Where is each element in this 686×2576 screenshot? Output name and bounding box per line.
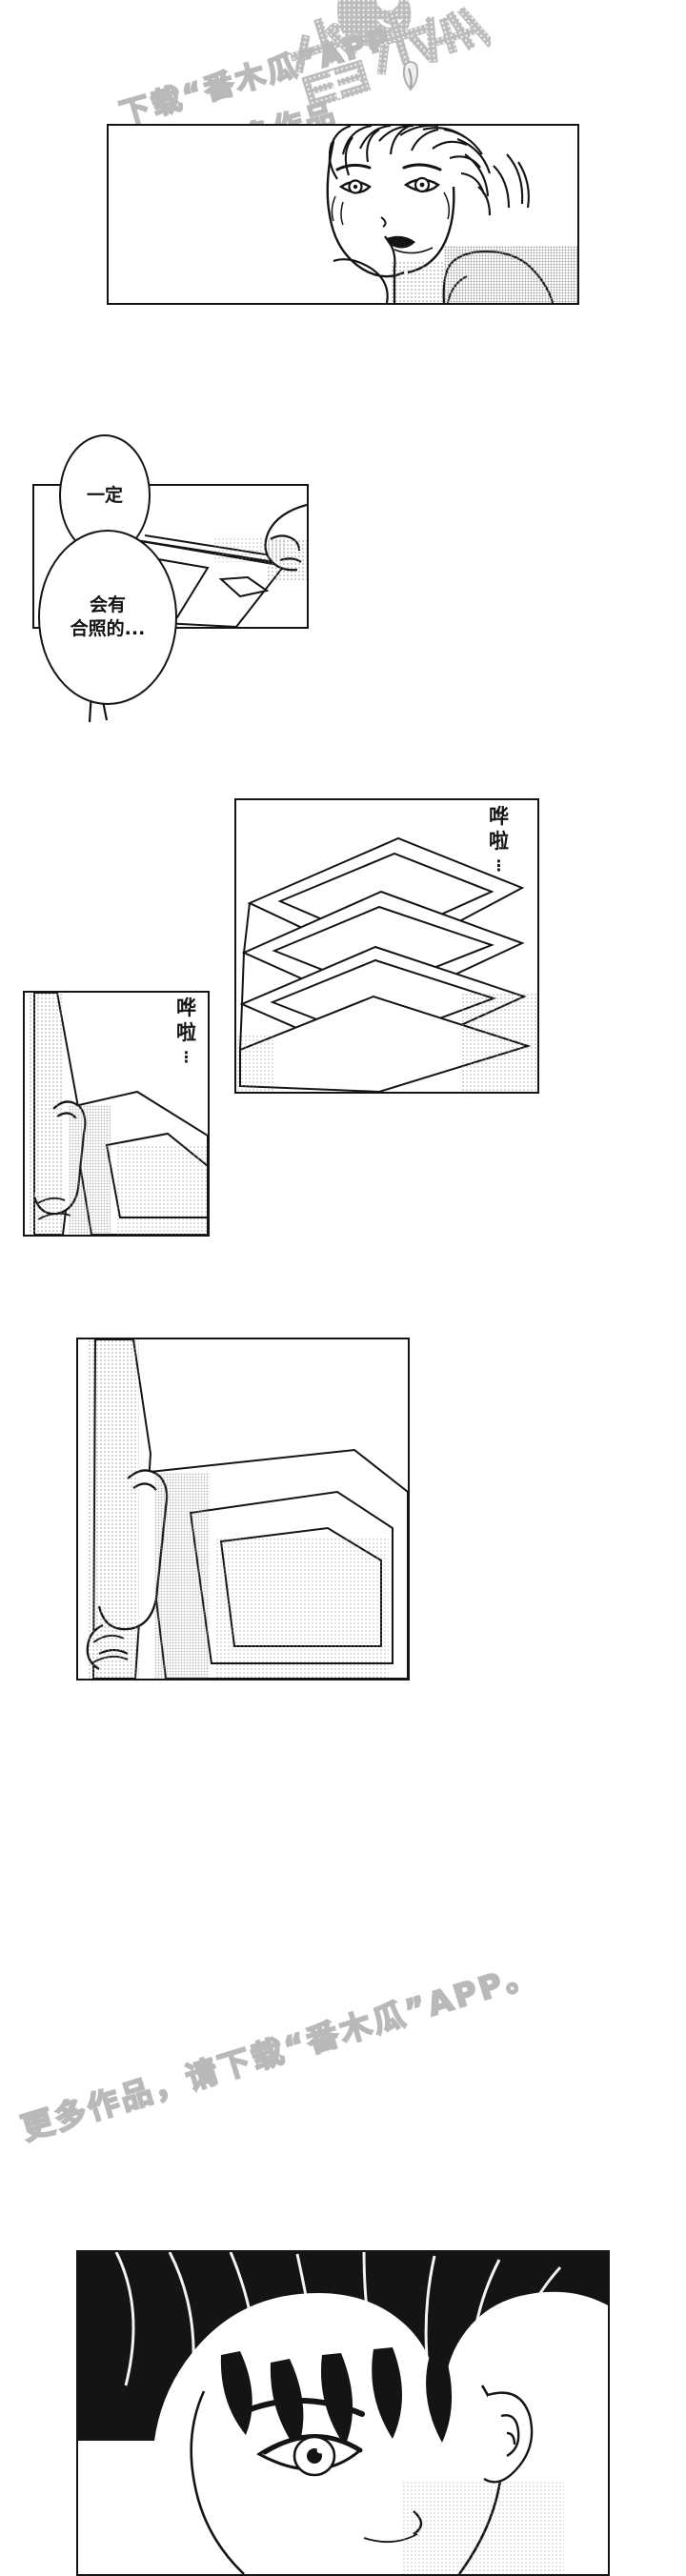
watermark-top-line-1: 下载“番木瓜”APP	[115, 20, 397, 132]
panel-3	[234, 798, 539, 1094]
balloon-1-text: 一定	[86, 484, 123, 506]
balloon-2-text: 会有 合照的...	[70, 594, 146, 639]
sfx-1-char-1: 哗	[489, 805, 509, 828]
sfx-2: 哗 啦 ⋮	[176, 996, 196, 1067]
sfx-2-char-1: 哗	[176, 996, 196, 1019]
sfx-2-dots: ⋮	[178, 1047, 194, 1066]
papaya-logo-watermark-icon	[243, 0, 495, 137]
panel-1	[107, 124, 579, 305]
panel-6	[76, 2250, 610, 2576]
panel-4	[23, 991, 210, 1237]
watermark-bottom-line-1: 更多作品，请下载“番木瓜”APP。	[16, 1954, 543, 2148]
sfx-1-char-2: 啦	[489, 830, 509, 854]
sfx-1-dots: ⋮	[491, 855, 507, 875]
sfx-1: 哗 啦 ⋮	[489, 804, 509, 875]
panel-5	[76, 1338, 410, 1680]
sfx-2-char-2: 啦	[176, 1021, 196, 1045]
balloon-2: 会有 合照的...	[38, 530, 177, 705]
